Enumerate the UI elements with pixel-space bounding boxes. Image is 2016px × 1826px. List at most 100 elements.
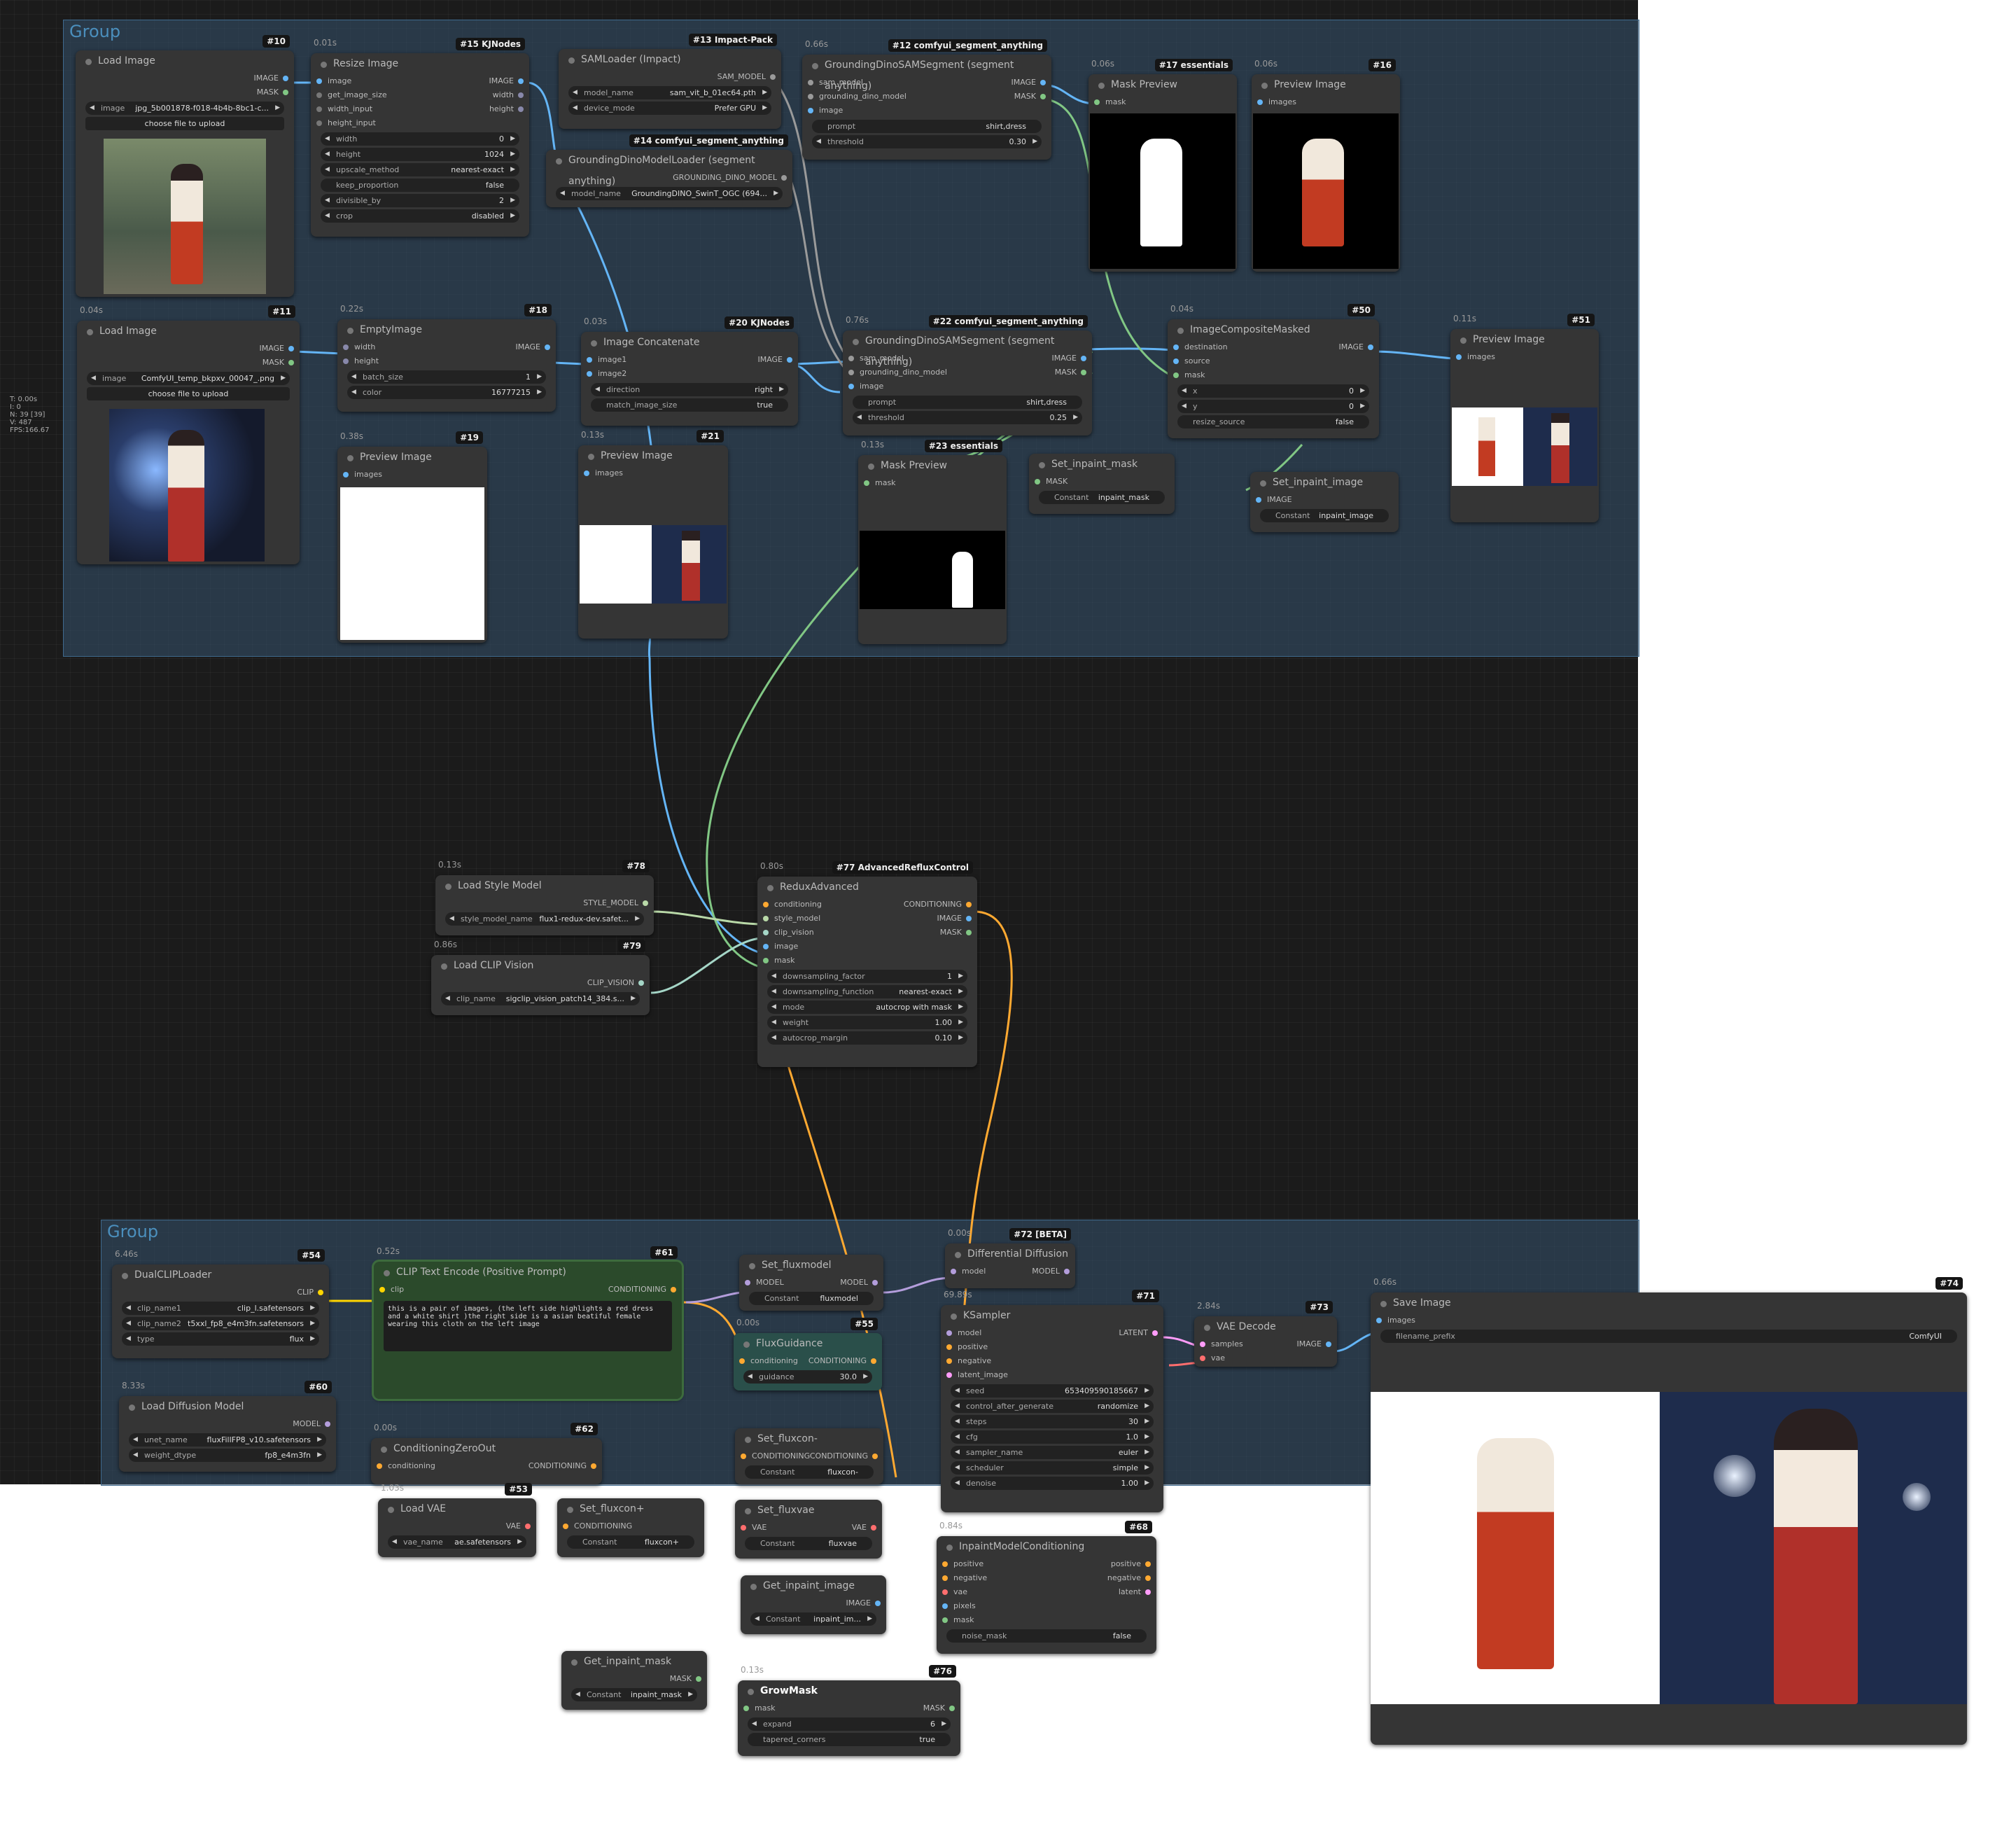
image-select[interactable]: imagejpg_5b001878-f018-4b4b-8bc1-c... <box>85 102 284 115</box>
node-reduxadvanced-77[interactable]: 0.80s #77 AdvancedRefluxControl ReduxAdv… <box>757 861 977 1067</box>
output-port[interactable] <box>1152 1330 1158 1336</box>
node-title[interactable]: Load Style Model <box>435 875 654 896</box>
output-port[interactable] <box>518 92 524 98</box>
output-port[interactable] <box>1040 94 1046 99</box>
node-groundingdino-sam-12[interactable]: 0.66s #12 comfyui_segment_anything Groun… <box>802 39 1051 160</box>
input-port[interactable] <box>951 1269 956 1274</box>
output-port[interactable] <box>671 1287 676 1292</box>
output-port[interactable] <box>1368 344 1373 350</box>
output-port[interactable] <box>643 900 648 906</box>
node-imagecompositemasked-50[interactable]: 0.04s #50 ImageCompositeMasked destinati… <box>1168 304 1379 438</box>
node-mask-preview-23[interactable]: 0.13s #23 essentials Mask Preview mask <box>858 440 1007 644</box>
node-title[interactable]: Get_inpaint_mask <box>561 1651 707 1672</box>
node-title[interactable]: DualCLIPLoader <box>112 1264 329 1285</box>
node-conditioningzeroout-62[interactable]: 0.00s #62 ConditioningZeroOut conditioni… <box>371 1423 602 1484</box>
input-port[interactable] <box>946 1372 952 1378</box>
node-preview-image-51[interactable]: 0.11s #51 Preview Image images <box>1450 314 1599 522</box>
output-port[interactable] <box>545 344 550 350</box>
output-port[interactable] <box>871 1525 876 1531</box>
output-image-port[interactable] <box>283 76 288 81</box>
node-title[interactable]: Set_fluxcon- <box>735 1428 883 1449</box>
input-port[interactable] <box>763 902 769 907</box>
node-load-diffusion-model-60[interactable]: 8.33s #60 Load Diffusion Model MODEL une… <box>119 1381 336 1472</box>
node-title[interactable]: KSampler <box>941 1305 1163 1326</box>
input-port[interactable] <box>848 384 854 389</box>
node-title[interactable]: GrowMask <box>738 1680 960 1701</box>
output-port[interactable] <box>1145 1589 1151 1595</box>
input-image-port[interactable] <box>316 78 322 84</box>
node-load-style-model-78[interactable]: 0.13s #78 Load Style Model STYLE_MODEL s… <box>435 860 654 935</box>
node-title[interactable]: GroundingDinoSAMSegment (segment anythin… <box>843 330 1092 368</box>
node-mask-preview-17[interactable]: 0.06s #17 essentials Mask Preview mask <box>1088 59 1237 272</box>
input-port[interactable] <box>1257 99 1263 105</box>
output-port[interactable] <box>1040 80 1046 85</box>
clip-name-widget[interactable]: clip_namesigclip_vision_patch14_384.s... <box>441 992 640 1005</box>
input-port[interactable] <box>864 480 869 486</box>
input-port[interactable] <box>316 120 322 126</box>
node-clip-text-encode-61[interactable]: 0.52s #61 CLIP Text Encode (Positive Pro… <box>372 1246 684 1401</box>
node-preview-image-19[interactable]: 0.38s #19 Preview Image images <box>337 431 487 643</box>
output-port[interactable] <box>1064 1269 1070 1274</box>
input-port[interactable] <box>942 1561 948 1567</box>
divisible-by-widget[interactable]: divisible_by2 <box>321 194 519 207</box>
input-port[interactable] <box>343 358 349 364</box>
input-port[interactable] <box>741 1525 746 1531</box>
input-port[interactable] <box>808 80 813 85</box>
node-title[interactable]: CLIP Text Encode (Positive Prompt) <box>374 1262 682 1283</box>
output-port[interactable] <box>1081 370 1086 375</box>
output-mask-port[interactable] <box>283 90 288 95</box>
node-preview-image-21[interactable]: 0.13s #21 Preview Image images <box>578 430 728 639</box>
output-port[interactable] <box>318 1290 323 1295</box>
node-load-image-11[interactable]: 0.04s #11 Load Image IMAGE MASK imageCom… <box>77 305 300 564</box>
input-port[interactable] <box>1173 358 1179 364</box>
node-title[interactable]: ConditioningZeroOut <box>371 1438 602 1459</box>
input-port[interactable] <box>808 94 813 99</box>
input-port[interactable] <box>1035 479 1040 485</box>
output-port[interactable] <box>1145 1561 1151 1567</box>
node-title[interactable]: VAE Decode <box>1194 1316 1337 1337</box>
input-port[interactable] <box>377 1463 382 1469</box>
node-save-image-74[interactable]: 0.66s #74 Save Image images filename_pre… <box>1371 1277 1967 1745</box>
node-title[interactable]: ImageCompositeMasked <box>1168 319 1379 340</box>
input-port[interactable] <box>946 1330 952 1336</box>
output-port[interactable] <box>591 1463 596 1469</box>
node-groundingdino-sam-22[interactable]: 0.76s #22 comfyui_segment_anything Groun… <box>843 315 1092 435</box>
node-title[interactable]: Load CLIP Vision <box>431 955 650 976</box>
input-port[interactable] <box>1200 1341 1205 1347</box>
output-port[interactable] <box>871 1358 876 1364</box>
input-port[interactable] <box>1200 1355 1205 1361</box>
input-port[interactable] <box>343 344 349 350</box>
input-port[interactable] <box>587 357 592 363</box>
input-port[interactable] <box>942 1589 948 1595</box>
output-port[interactable] <box>966 916 972 921</box>
node-title[interactable]: Set_inpaint_mask <box>1029 454 1175 475</box>
input-port[interactable] <box>316 106 322 112</box>
node-preview-image-16[interactable]: 0.06s #16 Preview Image images <box>1252 59 1400 272</box>
output-port[interactable] <box>518 106 524 112</box>
output-port[interactable] <box>1326 1341 1331 1347</box>
